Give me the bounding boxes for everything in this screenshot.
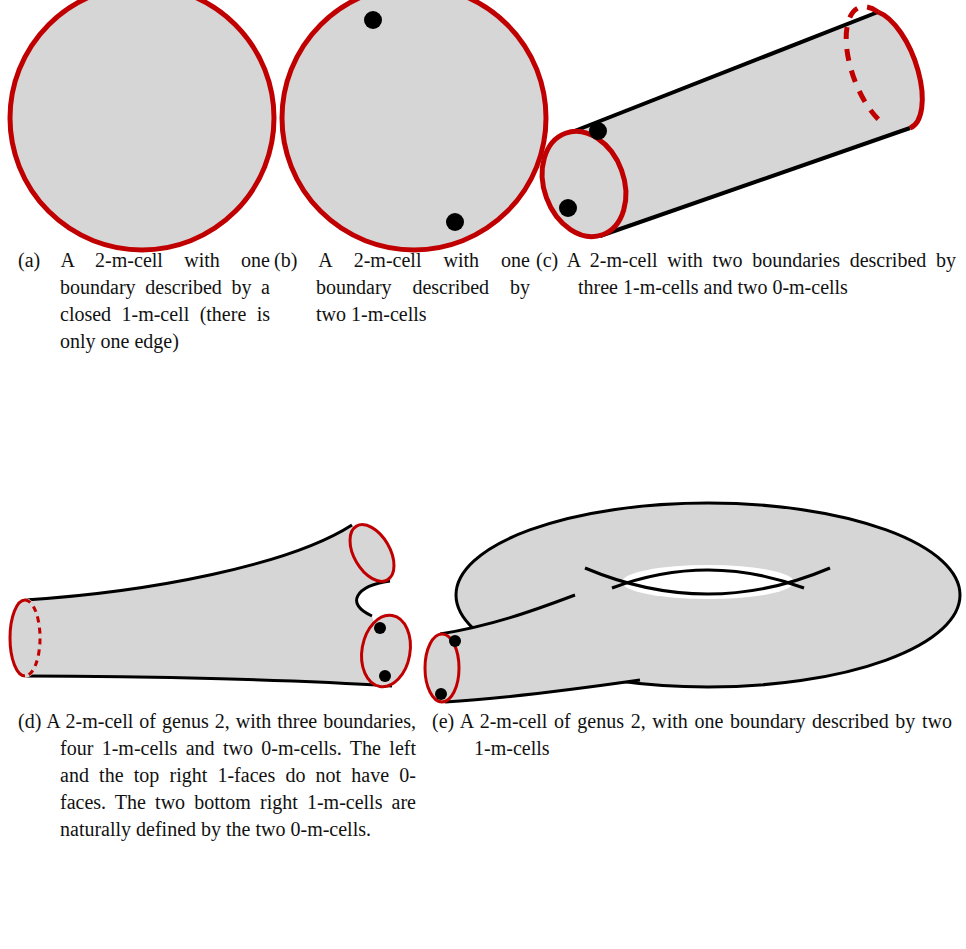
hole-edge [585, 568, 830, 594]
cylinder-edge [600, 128, 910, 236]
vertex-dot [379, 670, 391, 682]
vertex-dot [446, 213, 464, 231]
hidden-mask [25, 600, 40, 676]
vertex-dot [374, 622, 386, 634]
outline [445, 680, 640, 702]
subfigure-caption: (a) A 2-m-cell with one boundary describ… [18, 247, 270, 355]
disk-b [282, 0, 546, 250]
vertex-dot [435, 688, 447, 700]
left-boundary-hidden [25, 600, 40, 676]
left-boundary [10, 600, 40, 676]
bottom-boundary [356, 611, 416, 690]
cylinder-c [528, 7, 922, 249]
pants-surface [25, 525, 392, 686]
subfigure-caption: (e) A 2-m-cell of genus 2, with one boun… [432, 708, 952, 762]
outline [357, 581, 390, 616]
pants-d [10, 517, 416, 690]
vertex-dot [449, 635, 461, 647]
outline [440, 595, 575, 634]
right-boundary-hidden [846, 7, 885, 125]
boundary [282, 0, 546, 250]
cylinder-edge [572, 12, 878, 132]
closed-boundary [10, 0, 274, 250]
left-boundary [528, 120, 640, 249]
right-boundary [878, 12, 922, 128]
disk-a [10, 0, 274, 250]
vertex-dot [589, 122, 607, 140]
torus-e [425, 503, 960, 702]
subfigure-caption: (d) A 2-m-cell of genus 2, with three bo… [18, 708, 416, 843]
outline [25, 525, 352, 600]
subfigure-caption: (c) A 2-m-cell with two boundaries descr… [536, 247, 956, 301]
top-boundary [341, 517, 403, 589]
outline [25, 676, 392, 686]
handle-tube [440, 595, 640, 702]
hole-edge [612, 570, 804, 588]
vertex-dot [364, 11, 382, 29]
vertex-dot [559, 199, 577, 217]
subfigure-caption: (b) A 2-m-cell with one boundary describ… [274, 247, 530, 328]
